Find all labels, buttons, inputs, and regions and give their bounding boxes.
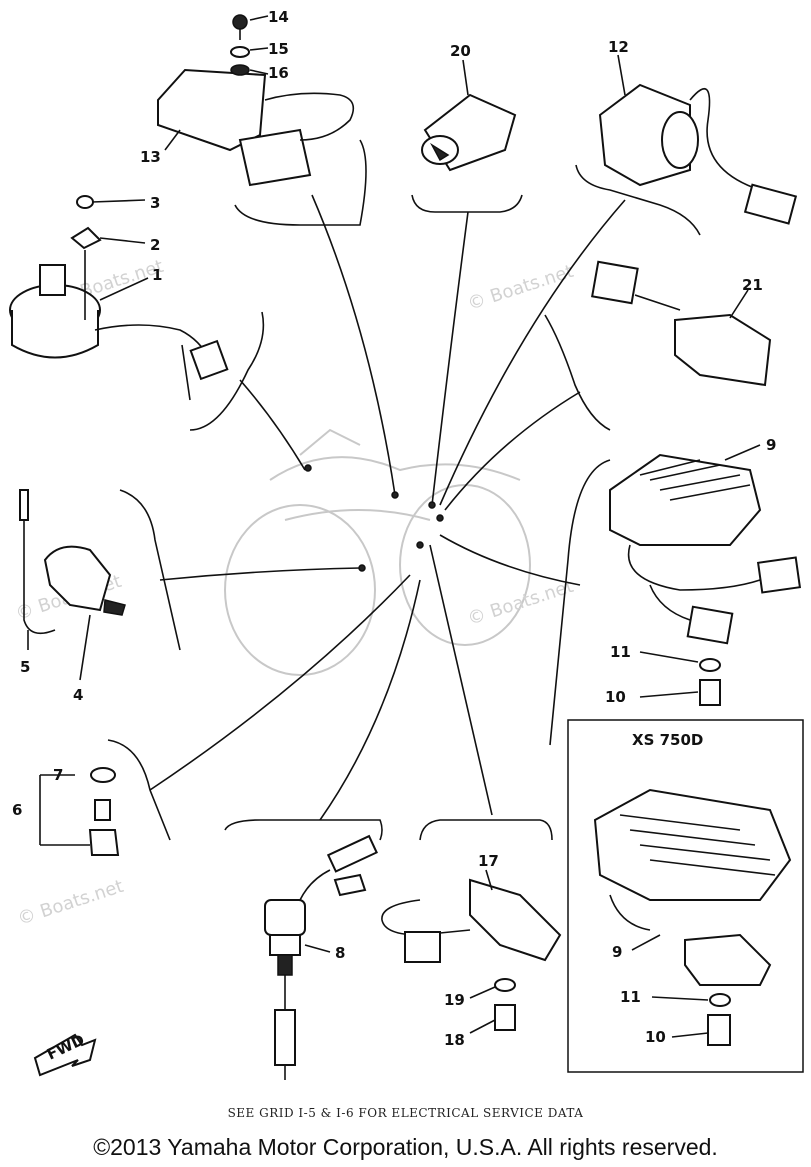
part-13-housing [157,14,355,187]
part-4-sensor [19,489,126,635]
label-2: 2 [150,236,160,254]
part-1-main-switch [9,195,229,401]
part-17-bracket [381,878,562,1031]
label-11-inset: 11 [620,988,641,1006]
copyright-text: ©2013 Yamaha Motor Corporation, U.S.A. A… [93,1134,718,1160]
label-3: 3 [150,194,160,212]
label-10-inset: 10 [645,1028,666,1046]
part-20-sensor [421,93,517,172]
xs750d-inset [567,719,804,1073]
watermark-3: © Boats.net [465,576,576,630]
label-18: 18 [444,1031,465,1049]
label-4: 4 [73,686,83,704]
leader-lines [149,194,626,821]
label-14: 14 [268,8,289,26]
part-6-switch [39,767,120,856]
label-9: 9 [766,436,776,454]
group-brackets [107,139,701,841]
label-20: 20 [450,42,471,60]
label-19: 19 [444,991,465,1009]
label-10: 10 [605,688,626,706]
label-7: 7 [53,766,63,784]
label-21: 21 [742,276,763,294]
label-11: 11 [610,643,631,661]
service-data-note: SEE GRID I-5 & I-6 FOR ELECTRICAL SERVIC… [227,1106,584,1120]
fwd-arrow: FWD [33,1031,97,1077]
part-12-relay [598,83,798,225]
label-13: 13 [140,148,161,166]
label-16: 16 [268,64,289,82]
watermark-2: © Boats.net [465,261,576,315]
label-17: 17 [478,852,499,870]
part-number-labels: 14 15 16 13 20 12 3 2 1 21 9 5 4 11 10 7… [12,8,776,1049]
label-5: 5 [20,658,30,676]
label-1: 1 [152,266,162,284]
part-9-regulator [609,453,802,706]
part-21-flasher [591,260,772,387]
label-8: 8 [335,944,345,962]
inset-title: XS 750D [632,731,703,749]
label-12: 12 [608,38,629,56]
watermark-4: © Boats.net [15,876,126,930]
part-8-switch [264,834,378,1080]
label-9-inset: 9 [612,943,622,961]
label-15: 15 [268,40,289,58]
label-6: 6 [12,801,22,819]
